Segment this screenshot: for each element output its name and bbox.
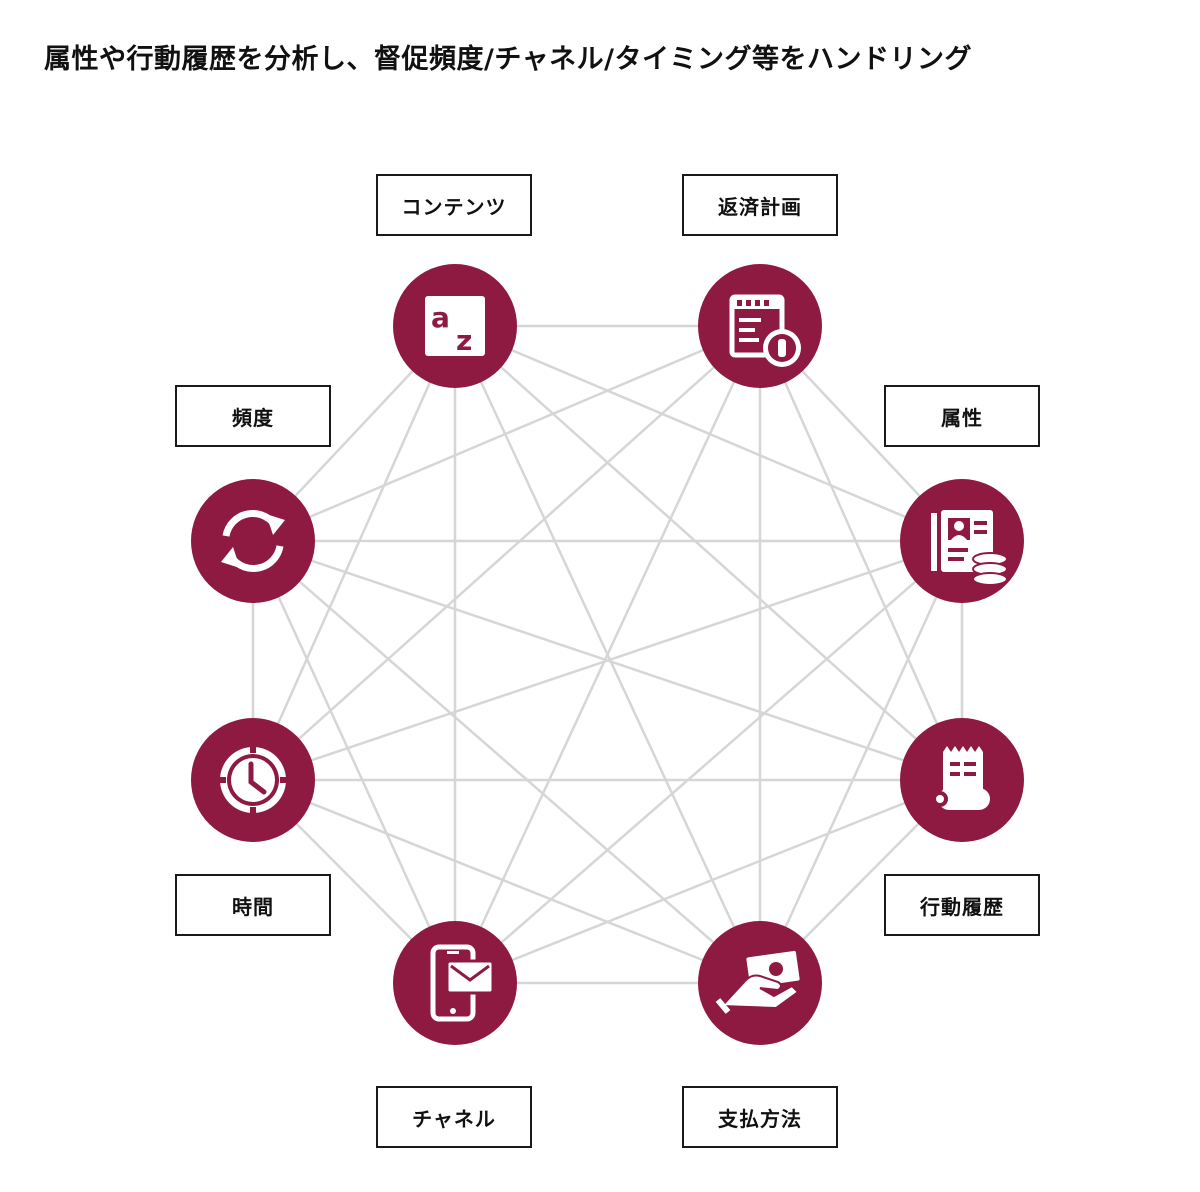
connection-line — [454, 325, 963, 781]
connection-line — [251, 325, 457, 781]
refresh-icon — [221, 510, 285, 572]
node-action-history[interactable] — [900, 718, 1024, 842]
connection-line — [454, 778, 963, 985]
node-attributes[interactable] — [900, 479, 1024, 603]
connection-line — [252, 539, 963, 782]
node-channel[interactable] — [393, 921, 517, 1045]
clock-icon — [220, 747, 286, 813]
receipt-scroll-icon — [932, 746, 990, 810]
label-contents: コンテンツ — [376, 174, 532, 236]
label-channel: チャネル — [376, 1086, 532, 1148]
calendar-coin-icon — [729, 294, 801, 367]
connection-line — [453, 325, 762, 984]
node-frequency[interactable] — [191, 479, 315, 603]
a-z-icon: a z — [425, 296, 485, 357]
connection-line — [252, 778, 761, 985]
node-time[interactable] — [191, 718, 315, 842]
node-contents[interactable]: a z — [393, 264, 517, 388]
connection-line — [252, 325, 761, 781]
connection-line — [454, 540, 963, 984]
label-action-history: 行動履歴 — [884, 874, 1040, 936]
connection-line — [454, 324, 963, 543]
connection-line — [252, 324, 761, 543]
phone-mail-icon — [430, 944, 495, 1022]
connection-line — [252, 540, 761, 984]
connection-line — [251, 540, 457, 984]
connection-lines — [251, 324, 964, 985]
svg-text:a: a — [431, 301, 450, 334]
label-time: 時間 — [175, 874, 331, 936]
connection-line — [758, 540, 964, 984]
connection-line — [758, 325, 964, 781]
svg-text:z: z — [456, 324, 472, 357]
page-title: 属性や行動履歴を分析し、督促頻度/チャネル/タイミング等をハンドリング — [44, 44, 972, 75]
label-frequency: 頻度 — [175, 385, 331, 447]
node-repayment-plan[interactable] — [698, 264, 822, 388]
node-payment-method[interactable] — [698, 921, 822, 1045]
hand-cash-icon — [715, 950, 800, 1014]
label-attributes: 属性 — [884, 385, 1040, 447]
label-payment-method: 支払方法 — [682, 1086, 838, 1148]
profile-card-coins-icon — [931, 510, 1008, 586]
label-repayment-plan: 返済計画 — [682, 174, 838, 236]
